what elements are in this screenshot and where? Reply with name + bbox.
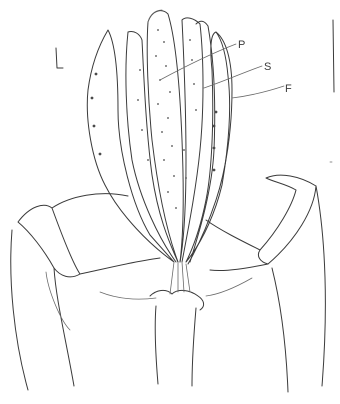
right-lower-body <box>316 186 325 386</box>
stalk-right <box>192 308 196 386</box>
label-f: F <box>285 83 292 95</box>
right-wing-lower-edge <box>210 264 268 271</box>
central-petal <box>147 11 183 262</box>
leader-line-p <box>160 44 236 80</box>
label-p: P <box>238 39 245 51</box>
outer-left-tepal <box>87 30 174 262</box>
flower-base <box>150 290 204 310</box>
central-petal-tip <box>148 10 162 22</box>
inner-left-tepal <box>126 31 178 262</box>
label-s: S <box>264 61 271 73</box>
base-collar <box>100 278 252 299</box>
base-converging-lines <box>170 262 190 294</box>
right-lower-inner <box>272 268 288 392</box>
left-lateral-wing <box>18 205 80 277</box>
leader-line-f <box>232 86 284 98</box>
left-lower-inner <box>54 268 74 386</box>
right-lateral-wing <box>258 175 316 264</box>
left-wing-connector <box>80 258 160 274</box>
outer-right-tepal-outer-edge <box>188 32 232 264</box>
stalk-left <box>155 306 158 384</box>
left-wing-upper-edge <box>52 194 128 208</box>
left-bracket-mark <box>56 48 63 68</box>
right-vertical-mark <box>333 20 334 92</box>
left-lower-body <box>11 230 28 390</box>
outer-right-tepal <box>186 32 230 262</box>
petal-stippling <box>91 29 218 209</box>
right-wing-connector <box>206 220 260 250</box>
